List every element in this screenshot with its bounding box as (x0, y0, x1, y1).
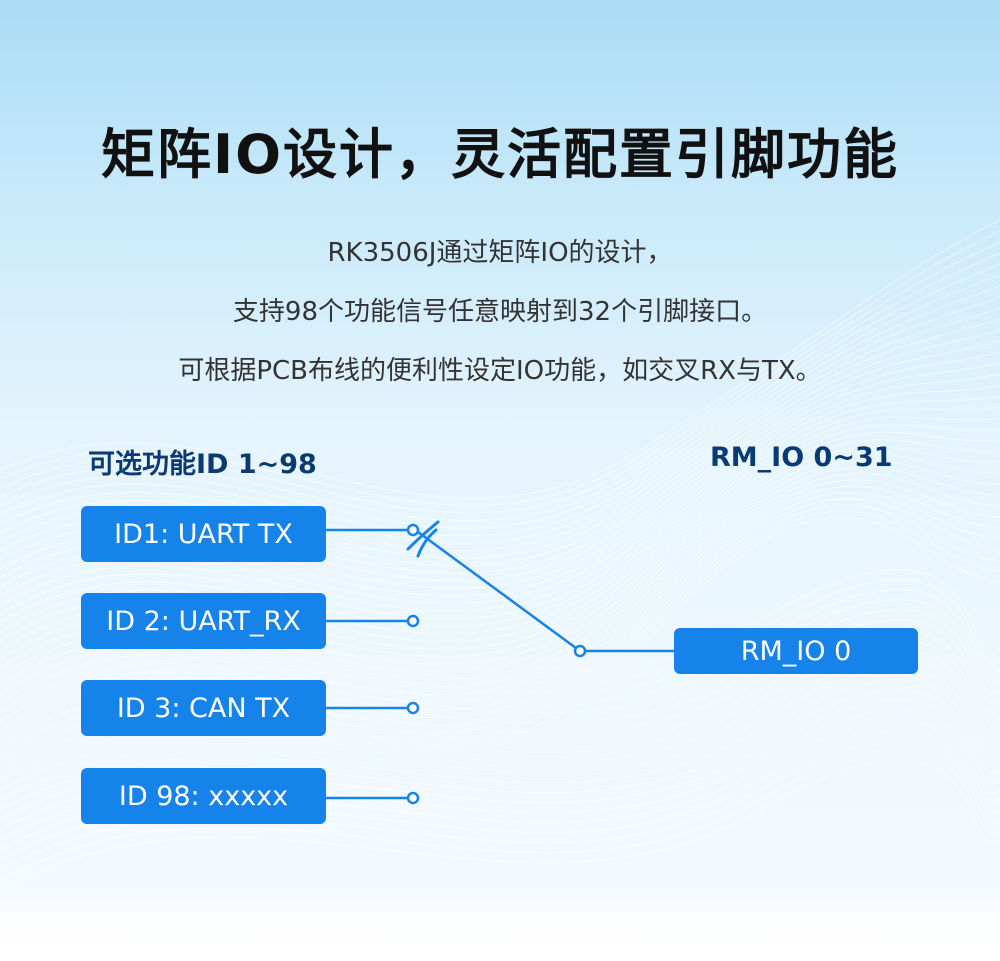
wave-line (0, 659, 1000, 791)
function-box-id2: ID 2: UART_RX (81, 593, 326, 649)
wave-line (0, 599, 1000, 731)
wave-line (0, 285, 1000, 544)
terminal-dot-3 (406, 701, 420, 715)
function-column-label: 可选功能ID 1~98 (88, 449, 317, 480)
wave-line (0, 296, 1000, 552)
wave-line (0, 252, 1000, 522)
wave-line (0, 473, 1000, 705)
function-box-id1: ID1: UART TX (81, 506, 326, 562)
wave-line (0, 679, 1000, 811)
wave-line (0, 241, 1000, 514)
wave-line (0, 749, 1000, 881)
wave-line (0, 219, 1000, 499)
page-title: 矩阵IO设计，灵活配置引脚功能 (101, 123, 899, 186)
target-terminal-dot (573, 644, 587, 658)
wave-line (0, 395, 1000, 620)
wave-line (0, 263, 1000, 529)
description-line-1: RK3506J通过矩阵IO的设计， (327, 238, 673, 268)
bottom-fade (0, 880, 1000, 961)
wave-line (0, 406, 1000, 627)
terminal-dot-2 (406, 614, 420, 628)
wave-line (0, 416, 1000, 635)
wave-line (0, 230, 1000, 506)
pin-column-label: RM_IO 0~31 (710, 442, 893, 473)
wave-line (0, 384, 1000, 612)
target-pin-box: RM_IO 0 (674, 628, 918, 674)
description-line-2: 支持98个功能信号任意映射到32个引脚接口。 (232, 297, 768, 327)
wave-line (0, 669, 1000, 801)
terminal-dot-1 (406, 523, 420, 537)
wave-line (0, 479, 1000, 714)
function-box-id3: ID 3: CAN TX (81, 680, 326, 736)
description-line-3: 可根据PCB布线的便利性设定IO功能，如交叉RX与TX。 (178, 356, 822, 386)
function-box-id98: ID 98: xxxxx (81, 768, 326, 824)
wave-line (0, 485, 1000, 723)
switch-cross-icon (406, 520, 440, 558)
switch-arm (416, 530, 582, 653)
terminal-dot-4 (406, 791, 420, 805)
wave-line (0, 274, 1000, 537)
wave-line (0, 689, 1000, 821)
wave-line (0, 759, 1000, 891)
